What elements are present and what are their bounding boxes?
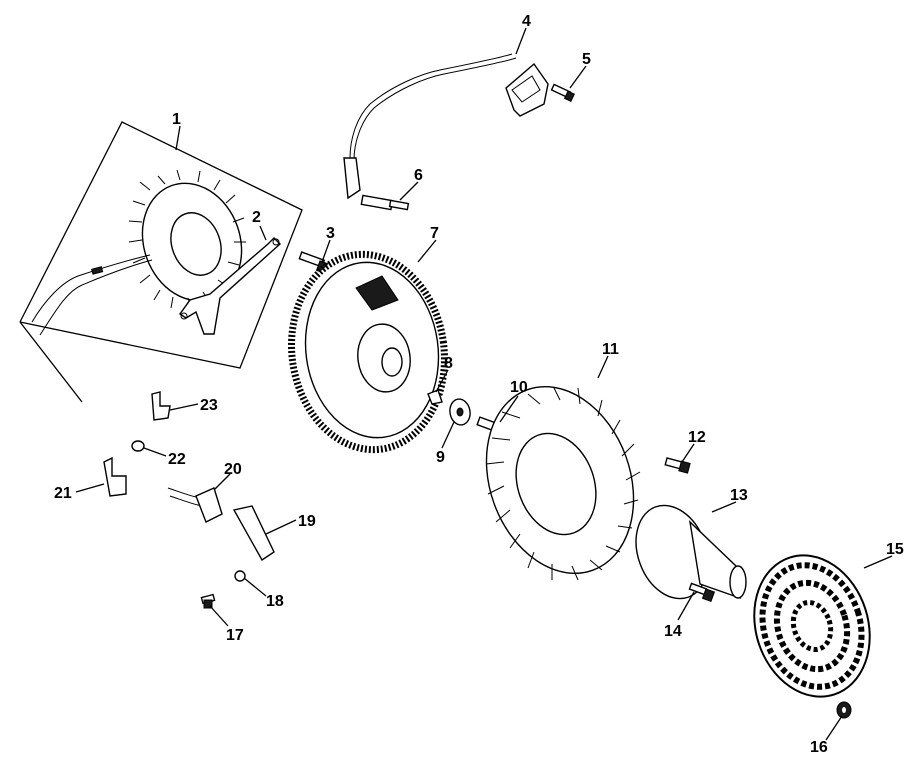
screw-12 <box>664 457 691 474</box>
callout-18: 18 <box>266 593 284 610</box>
bolt-14 <box>688 582 716 603</box>
callout-16: 16 <box>810 739 828 756</box>
callout-11: 11 <box>602 341 619 358</box>
washer-22 <box>131 440 145 452</box>
leader-lines <box>75 27 893 741</box>
woodruff-key <box>427 389 443 405</box>
callout-10: 10 <box>510 379 528 396</box>
callout-7: 7 <box>430 225 439 242</box>
callout-6: 6 <box>414 167 423 184</box>
screen <box>753 554 871 698</box>
clamp-21 <box>103 456 127 497</box>
callout-12: 12 <box>688 429 706 446</box>
clip-23 <box>151 391 171 421</box>
bracket <box>179 237 282 335</box>
stator-lead-wires <box>31 254 153 336</box>
callout-15: 15 <box>886 541 904 558</box>
callout-17: 17 <box>226 627 244 644</box>
hub <box>635 504 747 600</box>
callout-labels: 1 2 3 4 5 6 7 8 9 10 11 12 13 14 15 16 1… <box>54 13 904 756</box>
ignition-module <box>343 53 549 200</box>
nut-18 <box>234 570 246 582</box>
callout-2: 2 <box>252 209 261 226</box>
callout-3: 3 <box>326 225 335 242</box>
callout-4: 4 <box>522 13 531 30</box>
callout-5: 5 <box>582 51 591 68</box>
stator <box>31 169 246 336</box>
cooling-fan <box>485 385 641 581</box>
callout-23: 23 <box>200 397 218 414</box>
callout-8: 8 <box>444 355 453 372</box>
callout-21: 21 <box>54 485 72 502</box>
callout-9: 9 <box>436 449 445 466</box>
washer-9 <box>449 398 471 426</box>
plate-19 <box>232 505 275 562</box>
flywheel <box>288 250 448 454</box>
callout-14: 14 <box>664 623 682 640</box>
callout-20: 20 <box>224 461 242 478</box>
callout-19: 19 <box>298 513 316 530</box>
callout-22: 22 <box>168 451 186 468</box>
stator-group-outline <box>19 121 303 403</box>
connector-20 <box>167 487 223 523</box>
callout-13: 13 <box>730 487 748 504</box>
nut-16 <box>836 701 852 719</box>
callout-1: 1 <box>172 111 181 128</box>
screw-5 <box>550 83 575 102</box>
spark-plug-lead <box>360 194 410 211</box>
screw-17 <box>200 593 216 609</box>
